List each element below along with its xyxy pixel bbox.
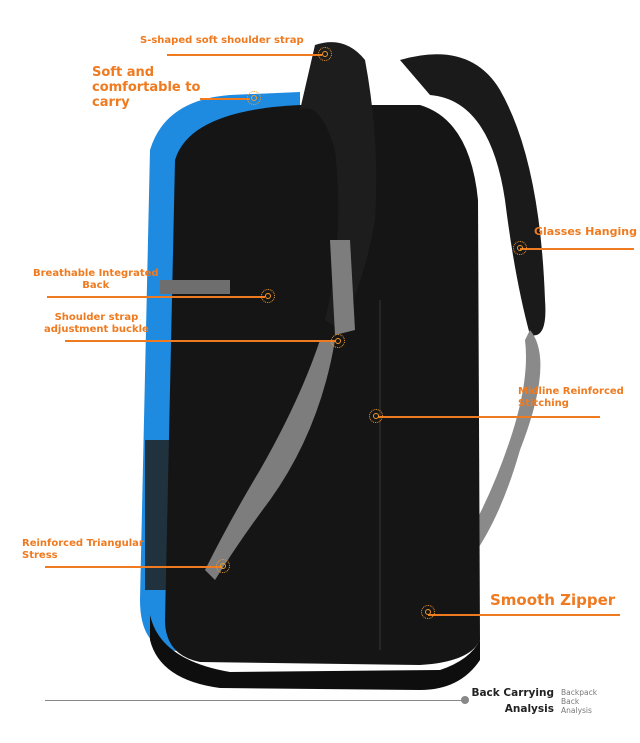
label-line: Reinforced Triangular — [22, 538, 144, 549]
target-marker-icon — [261, 289, 275, 303]
label-glasses-hanging: Glasses Hanging — [534, 225, 637, 238]
label-line: Stitching — [518, 398, 569, 409]
footer-title-line: Back Carrying — [471, 687, 554, 699]
footer-sub-line: Analysis — [561, 706, 592, 715]
label-s-shaped-strap: S-shaped soft shoulder strap — [140, 35, 304, 46]
footer-title: Back Carrying Analysis — [470, 685, 554, 717]
leader-line — [47, 296, 265, 298]
leader-line — [65, 340, 335, 342]
label-line: Breathable Integrated — [33, 268, 159, 279]
label-line: adjustment buckle — [44, 324, 149, 335]
label-adjustment-buckle: Shoulder strap adjustment buckle — [44, 312, 149, 336]
target-marker-icon — [369, 409, 383, 423]
label-midline-stitching: Midline Reinforced Stitching — [518, 386, 624, 410]
label-line: Shoulder strap — [54, 312, 139, 323]
leader-line — [378, 416, 600, 418]
label-smooth-zipper: Smooth Zipper — [490, 591, 616, 609]
label-line: Soft and — [92, 65, 155, 80]
footer-sub-line: Backpack — [561, 688, 598, 697]
leader-line — [45, 566, 222, 568]
footer-title-line: Analysis — [504, 703, 554, 715]
footer-divider — [45, 700, 465, 701]
label-line: Stress — [22, 550, 58, 561]
leader-line — [200, 98, 250, 100]
label-soft-comfortable: Soft and comfortable to carry — [92, 65, 200, 110]
target-marker-icon — [513, 241, 527, 255]
label-breathable-back: Breathable Integrated Back — [33, 268, 159, 292]
target-marker-icon — [318, 47, 332, 61]
label-line: Back — [82, 280, 110, 291]
label-triangular-stress: Reinforced Triangular Stress — [22, 538, 144, 562]
leader-line — [167, 54, 322, 56]
label-line: Midline Reinforced — [518, 386, 624, 397]
label-line: comfortable to — [92, 80, 201, 95]
target-marker-icon — [421, 605, 435, 619]
footer-sub-line: Back — [561, 697, 580, 706]
target-marker-icon — [331, 334, 345, 348]
target-marker-icon — [216, 559, 230, 573]
footer-subtitle: Backpack Back Analysis — [561, 688, 597, 715]
leader-line — [428, 614, 620, 616]
label-line: carry — [92, 95, 130, 110]
footer-dot — [461, 696, 469, 704]
target-marker-icon — [247, 91, 261, 105]
leader-line — [520, 248, 634, 250]
